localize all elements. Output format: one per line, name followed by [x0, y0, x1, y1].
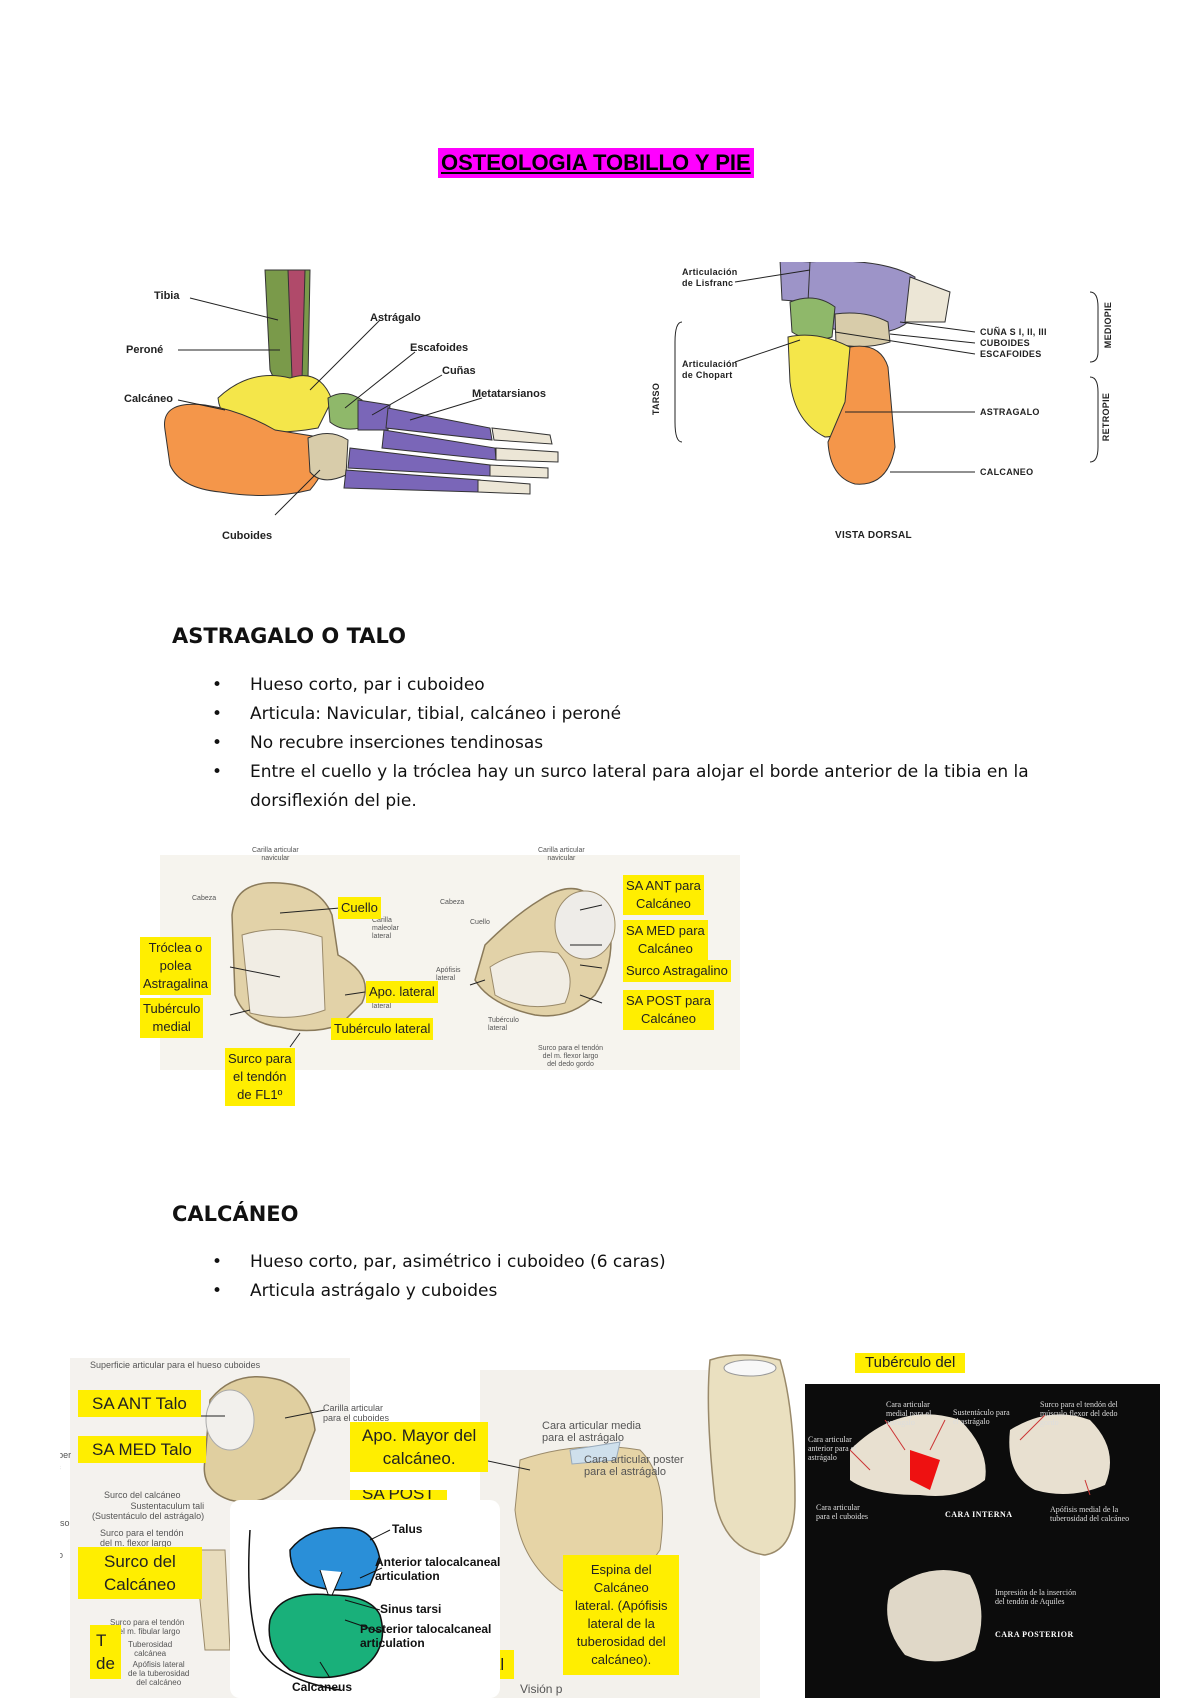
label-cunas: Cuñas — [442, 365, 476, 377]
small-label-superficie: Superficie articular para el hueso cuboi… — [90, 1360, 261, 1370]
label-tibia: Tibia — [154, 290, 180, 302]
small-label-sustentaculum: Sustentaculum tali(Sustentáculo del astr… — [92, 1501, 205, 1521]
label-cuboides: Cuboides — [222, 530, 273, 542]
list-item: Entre el cuello y la tróclea hay un surc… — [212, 758, 1032, 816]
small-label-tuber-cut: Tuber — [60, 1450, 72, 1460]
inset-label-talus: Talus — [392, 1522, 423, 1536]
small-label-c-cut: c — [60, 1462, 61, 1472]
small-label-lo-cut: lo — [60, 1550, 64, 1560]
small-label-lateral: lateral — [372, 1003, 392, 1010]
small-label-eso-cut: Eso — [60, 1518, 70, 1528]
list-item: Articula astrágalo y cuboides — [212, 1277, 1032, 1306]
calcaneus-bullet-list: Hueso corto, par, asimétrico i cuboideo … — [212, 1248, 1032, 1306]
tag-apo-lateral: Apo. lateral — [366, 981, 438, 1003]
label-astragalo: Astrágalo — [370, 312, 421, 324]
small-label-cabeza: Cabeza — [192, 895, 217, 902]
inset-illustration — [248, 1526, 391, 1691]
foot-lateral-illustration — [164, 269, 559, 516]
label-astragalo-dorsal: ASTRAGALO — [980, 407, 1040, 417]
list-item: Articula: Navicular, tibial, calcáneo i … — [212, 700, 1032, 729]
foot-dorsal-illustration — [674, 262, 1099, 485]
label-vista-dorsal: VISTA DORSAL — [835, 530, 912, 541]
small-label-cabeza-2: Cabeza — [440, 899, 465, 906]
label-calcaneo-dorsal: CALCANEO — [980, 467, 1034, 477]
inset-label-sinus: Sinus tarsi — [380, 1602, 442, 1616]
label-escafoides: Escafoides — [410, 342, 469, 354]
talus-bullet-list: Hueso corto, par i cuboideo Articula: Na… — [212, 671, 1032, 816]
tag-cuello: Cuello — [338, 897, 381, 919]
dark-label-cara-posterior: CARA POSTERIOR — [995, 1630, 1074, 1639]
tag-tuberculo-del: Tubérculo del — [855, 1353, 966, 1373]
label-cuboides-dorsal: CUBOIDES — [980, 338, 1030, 348]
label-calcaneo: Calcáneo — [124, 393, 173, 405]
small-label-surco-calc: Surco del calcáneo — [104, 1490, 181, 1500]
label-retropie: RETROPIE — [1101, 392, 1112, 442]
tag-sa-ant-talo: SA ANT Talo — [78, 1390, 201, 1417]
small-label-cuello-2: Cuello — [470, 919, 490, 926]
calcaneus-collage: Superficie articular para el hueso cuboi… — [60, 1350, 1160, 1698]
dark-label-cara-interna: CARA INTERNA — [945, 1510, 1013, 1519]
section-heading-calcaneus: CALCÁNEO — [172, 1202, 299, 1226]
tag-tuberculo-lateral: Tubérculo lateral — [331, 1018, 434, 1040]
label-mediopie: MEDIOPIE — [1103, 301, 1114, 349]
label-tarso: TARSO — [651, 382, 662, 416]
small-label-vision: Visión p — [520, 1682, 563, 1696]
foot-lateral-figure: Tibia Peroné Calcáneo Astrágalo Escafoid… — [110, 260, 630, 560]
section-heading-talus: ASTRAGALO O TALO — [172, 624, 407, 648]
tag-sa-med-talo: SA MED Talo — [78, 1436, 206, 1463]
inset-label-calcaneus: Calcaneus — [292, 1680, 353, 1694]
label-cunas-dorsal: CUÑA S I, II, III — [980, 327, 1047, 337]
list-item: Hueso corto, par i cuboideo — [212, 671, 1032, 700]
tag-sa-post-partial: SA POST — [350, 1490, 447, 1500]
list-item: Hueso corto, par, asimétrico i cuboideo … — [212, 1248, 1032, 1277]
label-perone: Peroné — [126, 344, 164, 356]
tag-espina: Espina del Calcáneo lateral. (Apófisis l… — [563, 1555, 680, 1675]
label-metatarsianos: Metatarsianos — [472, 388, 546, 400]
tag-surco-astragalino: Surco Astragalino — [623, 960, 731, 982]
label-escafoides-dorsal: ESCAFOIDES — [980, 349, 1042, 359]
page-title: OSTEOLOGIA TOBILLO Y PIE — [438, 148, 754, 178]
list-item: No recubre inserciones tendinosas — [212, 729, 1032, 758]
